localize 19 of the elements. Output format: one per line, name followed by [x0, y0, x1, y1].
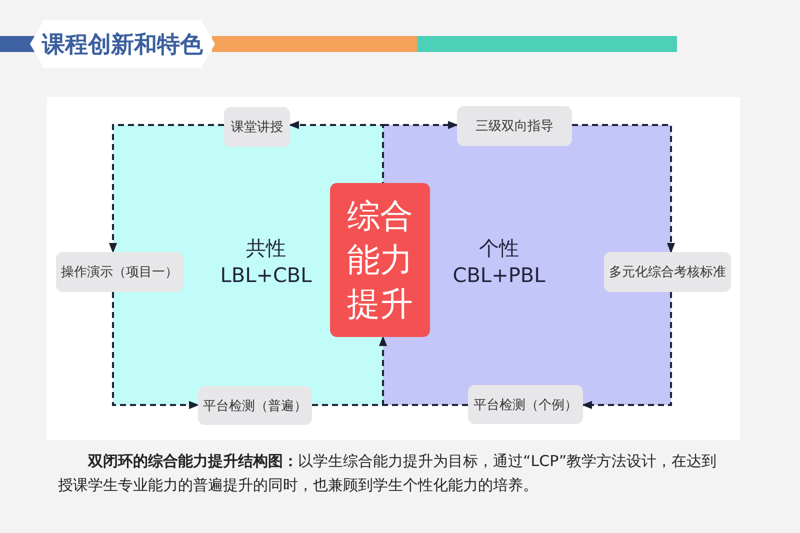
arrow [289, 120, 458, 184]
step-box: 平台检测（个例） [468, 385, 583, 424]
step-box: 操作演示（项目一） [56, 252, 183, 292]
goal-box: 综合能力提升 [330, 183, 430, 337]
region-heading: 共性 [246, 235, 286, 262]
region-heading: 个性 [479, 235, 519, 262]
step-box: 三级双向指导 [457, 106, 572, 146]
title-tab: 课程创新和特色 [30, 20, 215, 68]
arrow [311, 336, 469, 406]
arrow [572, 124, 676, 252]
arrow [108, 124, 224, 252]
step-box: 多元化综合考核标准 [604, 252, 731, 292]
region-label: CBL+PBL [452, 262, 546, 289]
caption: 双闭环的综合能力提升结构图：以学生综合能力提升为目标，通过“LCP”教学方法设计，在达到授课学生专业能力的普遍提升的同时，也兼顾到学生个性化能力的培养。 [58, 451, 718, 496]
arrow [112, 292, 198, 410]
step-box: 平台检测（普遍） [198, 386, 312, 425]
region-label: LBL+CBL [220, 262, 312, 289]
step-box: 课堂讲授 [224, 107, 290, 147]
arrow [582, 292, 672, 410]
